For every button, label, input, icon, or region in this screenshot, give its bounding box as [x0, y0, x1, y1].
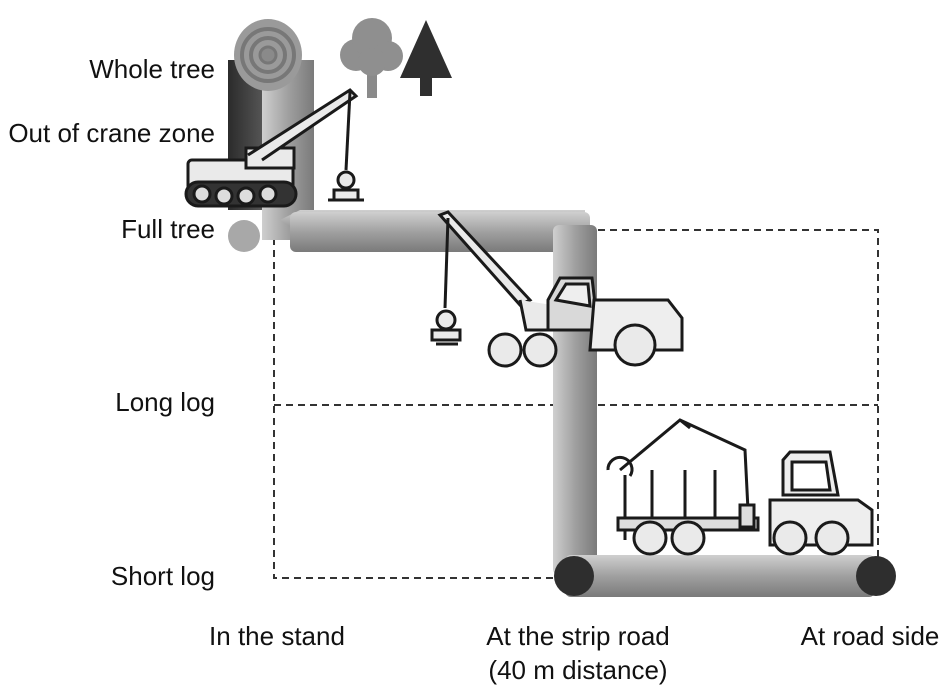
single-grip-harvester-icon [430, 210, 684, 368]
label-at-road-side: At road side [800, 621, 940, 651]
dashed-line-full-tree-right [598, 229, 879, 570]
log-end-icon [234, 19, 302, 91]
forwarder-icon [606, 418, 874, 556]
label-short-log: Short log [110, 561, 215, 591]
label-long-log: Long log [115, 387, 215, 417]
label-whole-tree: Whole tree [89, 54, 215, 84]
trees-icon [340, 18, 452, 98]
label-full-tree: Full tree [121, 214, 215, 244]
road-side-pipe [554, 555, 896, 597]
label-strip-road-distance: (40 m distance) [488, 655, 668, 685]
full-tree-pipe [228, 210, 590, 252]
label-at-strip-road: At the strip road [486, 621, 670, 651]
harvester-icon [184, 88, 364, 208]
label-out-of-crane-zone: Out of crane zone [8, 118, 215, 148]
label-in-the-stand: In the stand [209, 621, 345, 651]
dashed-line-stand [273, 238, 560, 579]
